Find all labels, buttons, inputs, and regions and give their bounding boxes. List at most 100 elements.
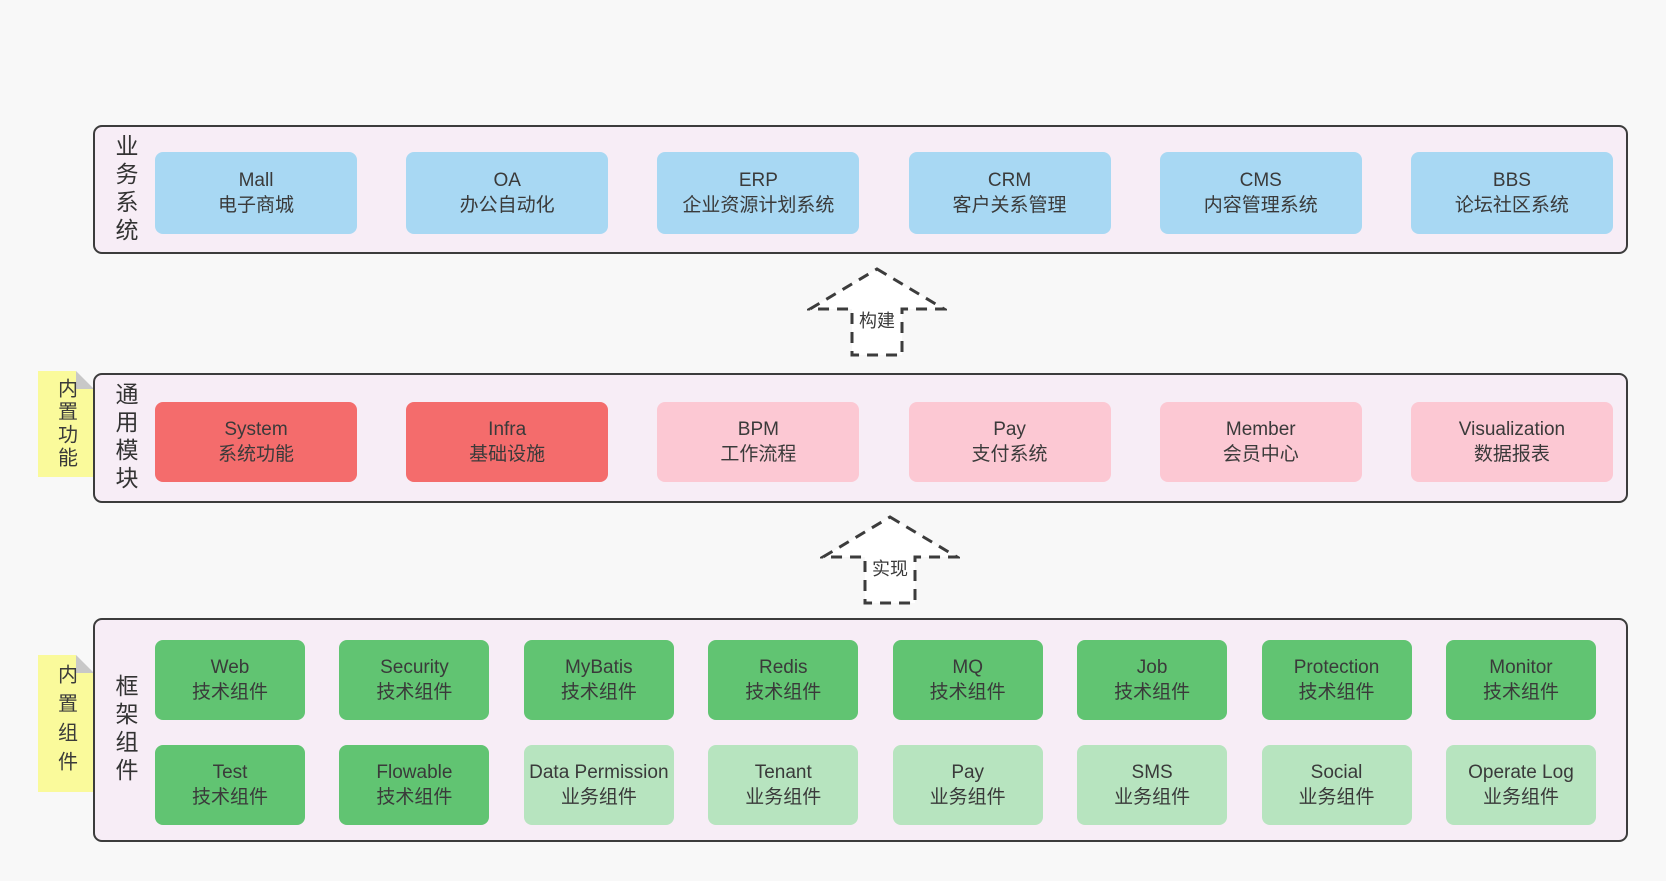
module-name: Mall	[238, 170, 274, 191]
module-desc: 业务组件	[929, 787, 1006, 808]
module-desc: 技术组件	[745, 682, 822, 703]
module-name: Test	[212, 762, 248, 783]
business-systems-panel: 业务系统 Mall 电子商城 OA 办公自动化 ERP 企业资源计划系统 CRM…	[93, 125, 1628, 254]
module-name: MQ	[952, 657, 983, 678]
module-desc: 技术组件	[376, 682, 453, 703]
module-name: Protection	[1293, 657, 1380, 678]
module-name: Web	[210, 657, 250, 678]
module-box: BBS 论坛社区系统	[1410, 152, 1613, 234]
build-arrow: 构建	[807, 266, 947, 358]
module-name: Operate Log	[1468, 762, 1574, 783]
sticky-note-built-in-features: 内置功能	[38, 371, 94, 477]
implement-arrow: 实现	[820, 514, 960, 606]
module-desc: 技术组件	[191, 787, 268, 808]
module-desc: 企业资源计划系统	[682, 195, 835, 216]
module-box: Web 技术组件	[155, 640, 305, 720]
module-desc: 技术组件	[1482, 682, 1559, 703]
module-name: Tenant	[754, 762, 812, 783]
sticky-fold-corner-icon	[76, 655, 94, 673]
implement-arrow-label: 实现	[869, 555, 911, 581]
module-desc: 论坛社区系统	[1454, 195, 1569, 216]
module-box: CMS 内容管理系统	[1159, 152, 1362, 234]
sticky-note-built-in-components: 内置组件	[38, 655, 94, 792]
module-box: Operate Log 业务组件	[1445, 745, 1596, 825]
common-modules-side-label: 通用模块	[112, 382, 138, 494]
module-box: Job 技术组件	[1077, 640, 1228, 720]
module-desc: 业务组件	[1482, 787, 1559, 808]
common-modules-panel: 通用模块 System 系统功能 Infra 基础设施 BPM 工作流程 Pay…	[93, 373, 1628, 503]
module-desc: 基础设施	[469, 444, 546, 465]
module-box: Test 技术组件	[155, 745, 305, 825]
module-box: Social 业务组件	[1261, 745, 1412, 825]
sticky-note-label: 内置功能	[54, 378, 77, 470]
framework-components-side-label: 框架组件	[112, 674, 138, 786]
module-box: Redis 技术组件	[708, 640, 859, 720]
module-box: Data Permission 业务组件	[523, 745, 674, 825]
framework-components-row-1: Web 技术组件 Security 技术组件 MyBatis 技术组件 Redi…	[155, 640, 1596, 720]
module-name: SMS	[1131, 762, 1173, 783]
module-name: Member	[1225, 419, 1296, 440]
module-box: System 系统功能	[155, 402, 357, 482]
module-desc: 客户关系管理	[952, 195, 1067, 216]
module-box: CRM 客户关系管理	[908, 152, 1111, 234]
module-box: ERP 企业资源计划系统	[657, 152, 860, 234]
module-name: CMS	[1239, 170, 1282, 191]
module-desc: 办公自动化	[459, 195, 555, 216]
module-name: ERP	[738, 170, 778, 191]
module-desc: 技术组件	[1114, 682, 1191, 703]
module-desc: 系统功能	[217, 444, 294, 465]
framework-components-row-2: Test 技术组件 Flowable 技术组件 Data Permission …	[155, 745, 1596, 825]
module-name: Security	[380, 657, 449, 678]
module-name: Redis	[758, 657, 808, 678]
module-desc: 技术组件	[191, 682, 268, 703]
module-desc: 业务组件	[1298, 787, 1375, 808]
module-box: Security 技术组件	[339, 640, 490, 720]
module-desc: 业务组件	[1114, 787, 1191, 808]
module-desc: 技术组件	[560, 682, 637, 703]
module-name: Pay	[993, 419, 1026, 440]
module-box: OA 办公自动化	[406, 152, 609, 234]
module-name: OA	[493, 170, 521, 191]
common-modules-row: System 系统功能 Infra 基础设施 BPM 工作流程 Pay 支付系统…	[155, 402, 1613, 482]
module-box: Visualization 数据报表	[1410, 402, 1613, 482]
business-systems-row: Mall 电子商城 OA 办公自动化 ERP 企业资源计划系统 CRM 客户关系…	[155, 152, 1613, 234]
module-name: Infra	[488, 419, 527, 440]
module-name: MyBatis	[565, 657, 633, 678]
module-desc: 支付系统	[971, 444, 1048, 465]
build-arrow-label: 构建	[856, 307, 898, 333]
module-name: CRM	[987, 170, 1032, 191]
module-box: Member 会员中心	[1159, 402, 1362, 482]
module-desc: 技术组件	[929, 682, 1006, 703]
module-name: Pay	[951, 762, 985, 783]
module-name: Visualization	[1458, 419, 1566, 440]
module-box: SMS 业务组件	[1077, 745, 1228, 825]
module-name: Social	[1310, 762, 1363, 783]
module-name: BPM	[737, 419, 779, 440]
module-box: MQ 技术组件	[892, 640, 1043, 720]
module-desc: 业务组件	[560, 787, 637, 808]
framework-components-panel: 框架组件 Web 技术组件 Security 技术组件 MyBatis 技术组件…	[93, 618, 1628, 842]
module-desc: 工作流程	[720, 444, 797, 465]
module-box: Monitor 技术组件	[1445, 640, 1596, 720]
module-name: Job	[1136, 657, 1168, 678]
module-name: Data Permission	[529, 762, 669, 783]
module-desc: 技术组件	[1298, 682, 1375, 703]
module-desc: 技术组件	[376, 787, 453, 808]
business-systems-side-label: 业务系统	[112, 133, 138, 246]
module-name: BBS	[1492, 170, 1531, 191]
sticky-fold-corner-icon	[76, 371, 94, 389]
module-name: System	[224, 419, 288, 440]
module-box: Protection 技术组件	[1261, 640, 1412, 720]
module-desc: 业务组件	[745, 787, 822, 808]
module-box: Flowable 技术组件	[339, 745, 490, 825]
module-box: Infra 基础设施	[406, 402, 609, 482]
sticky-note-label: 内置组件	[54, 664, 77, 780]
module-box: MyBatis 技术组件	[523, 640, 674, 720]
module-box: Pay 业务组件	[892, 745, 1043, 825]
module-name: Monitor	[1489, 657, 1553, 678]
module-desc: 数据报表	[1473, 444, 1550, 465]
module-name: Flowable	[376, 762, 453, 783]
module-box: Pay 支付系统	[908, 402, 1111, 482]
module-box: Mall 电子商城	[155, 152, 357, 234]
